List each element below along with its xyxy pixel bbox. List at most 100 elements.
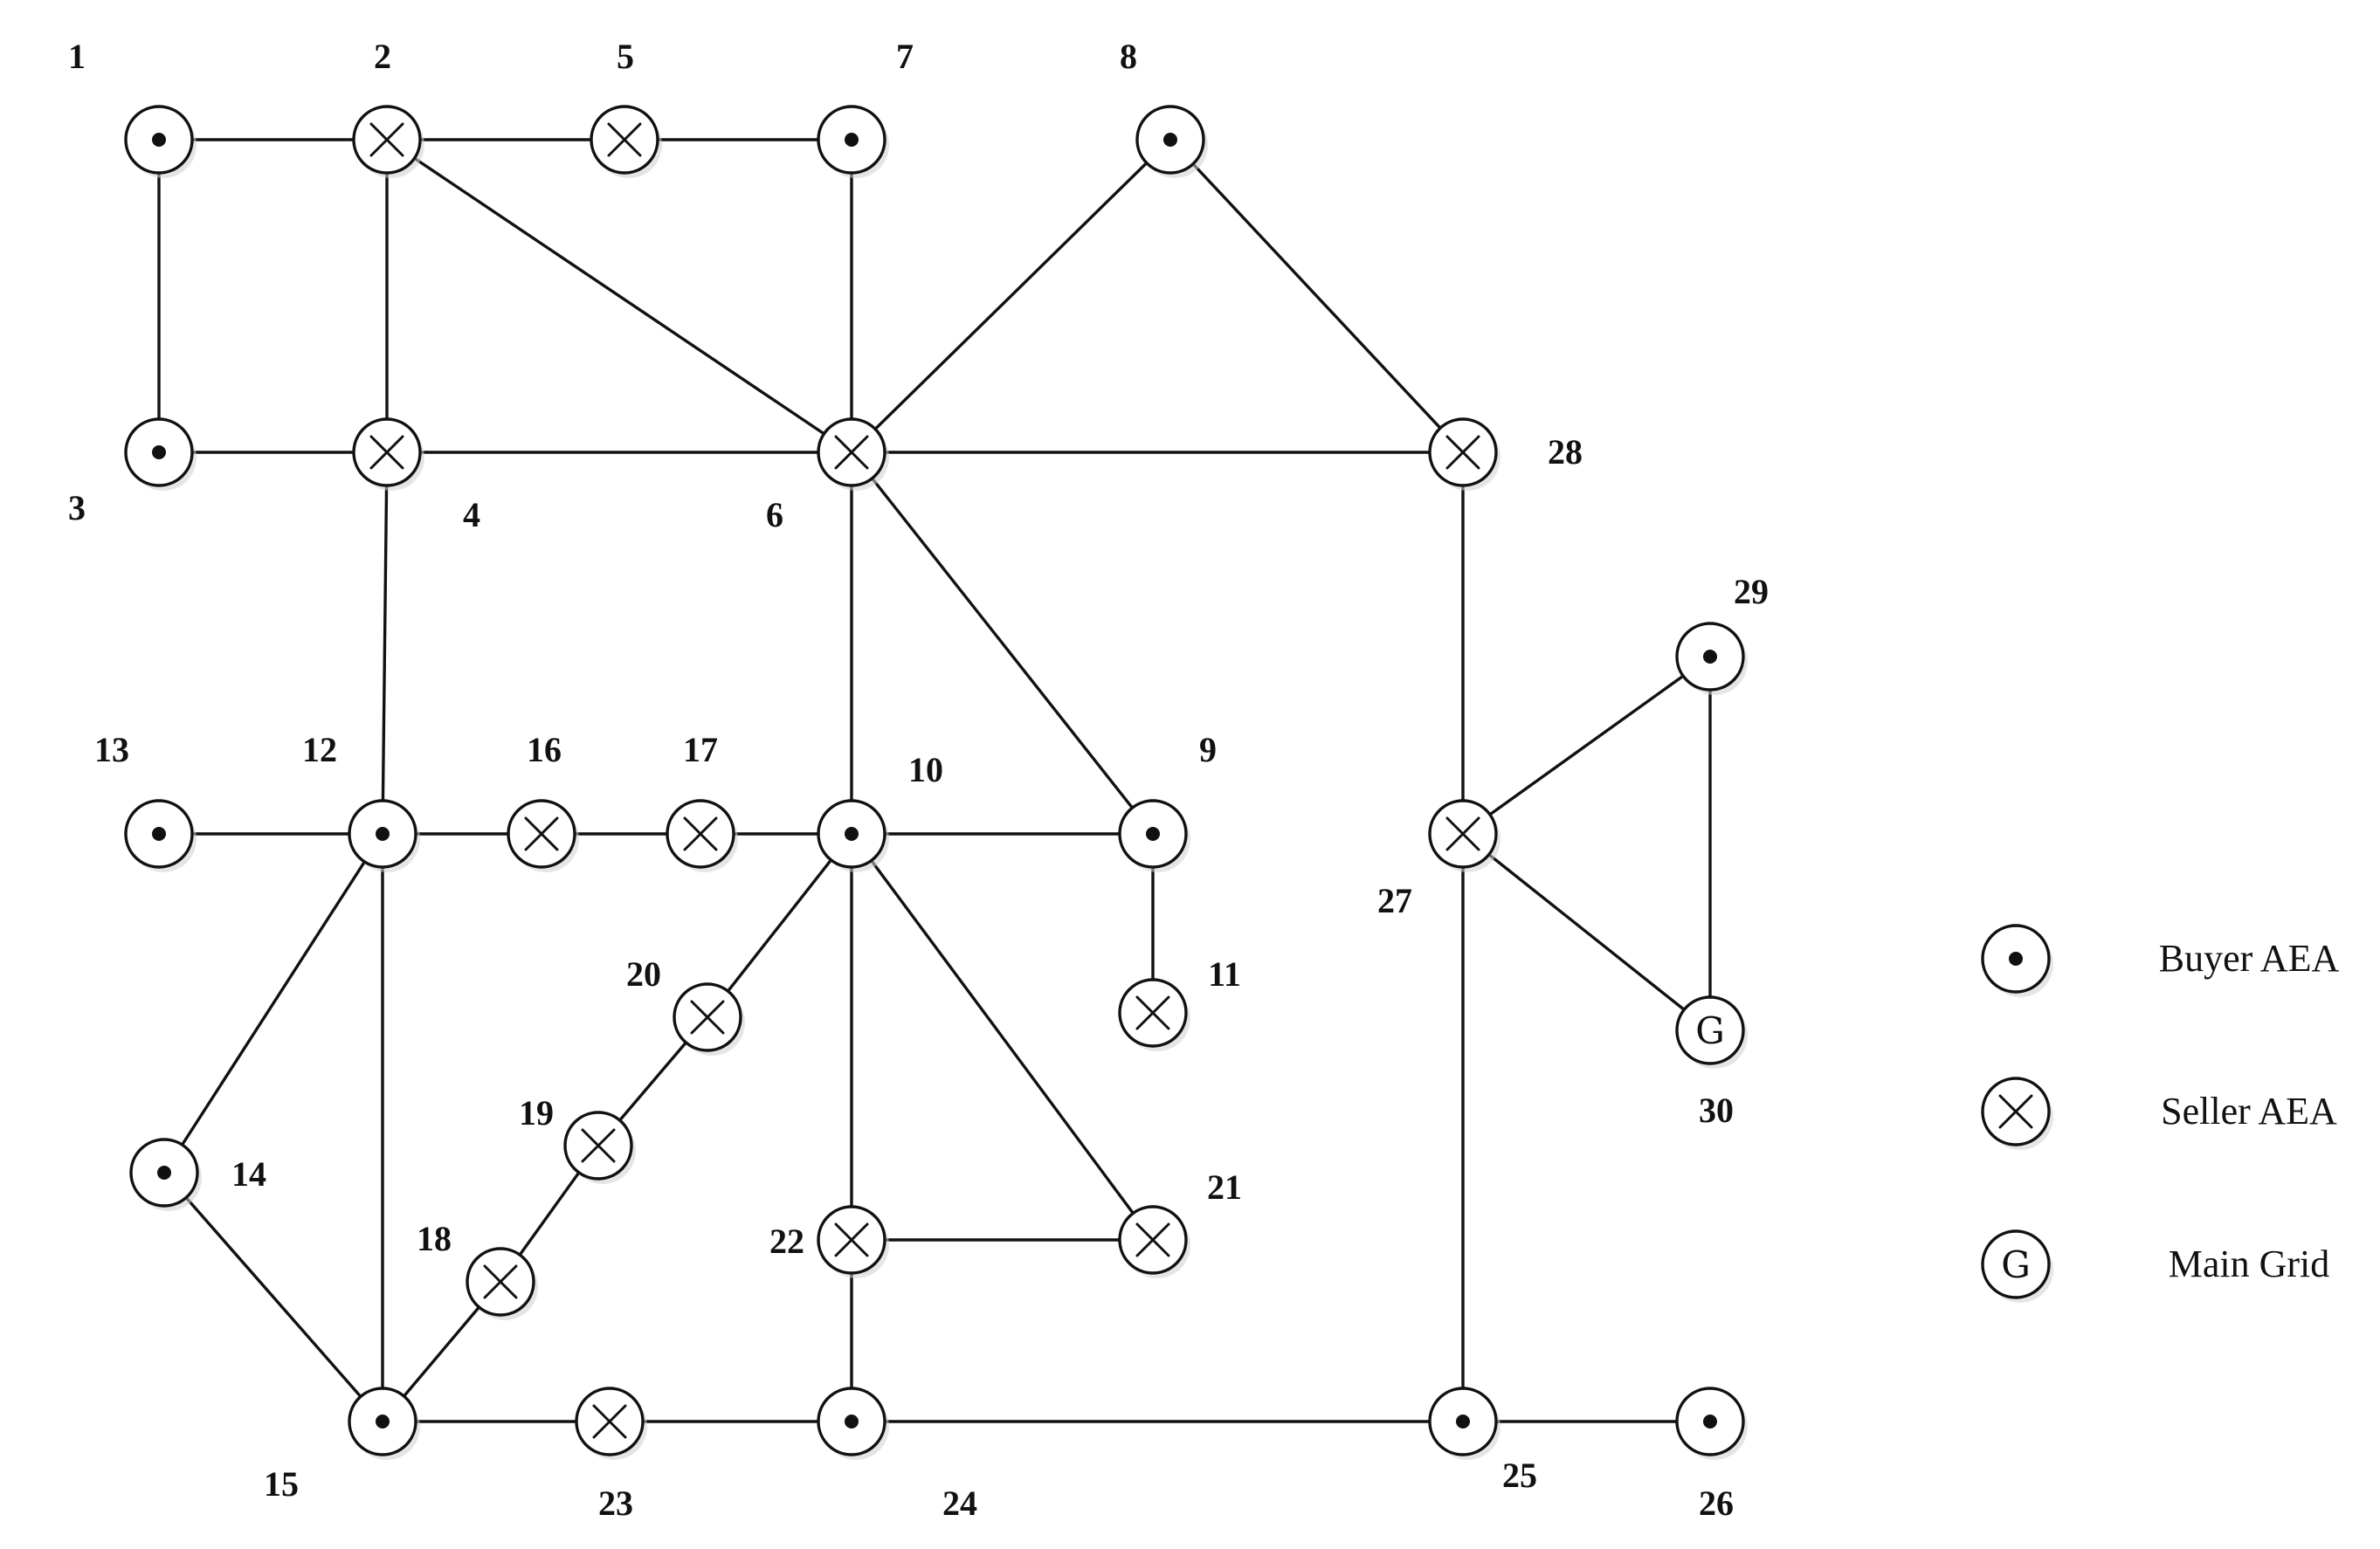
node-6 [817,417,889,491]
cross-icon [592,1404,627,1439]
cross-icon [1135,995,1170,1030]
node-18 [466,1247,538,1320]
cross-icon [483,1264,518,1299]
node-label-1: 1 [68,37,86,76]
node-label-27: 27 [1377,881,1412,920]
node-14 [129,1138,202,1211]
node-1 [124,105,197,178]
node-label-17: 17 [683,730,718,769]
dot-icon [376,827,390,841]
cross-icon [369,435,404,470]
node-27 [1428,799,1500,872]
dot-icon [1456,1415,1470,1429]
cross-icon [524,816,559,851]
node-label-15: 15 [264,1464,299,1504]
legend-item-buyer: Buyer AEA [1981,924,2340,997]
node-24 [817,1387,889,1460]
dot-icon [1703,650,1717,664]
dot-icon [157,1166,171,1180]
node-label-23: 23 [598,1484,633,1523]
cross-icon [834,435,869,470]
grid-icon: G [1695,1009,1725,1052]
node-7 [817,105,889,178]
dot-icon [152,445,166,459]
node-16 [507,799,579,872]
edge-10-21 [850,832,1155,1242]
dot-icon [2009,952,2023,966]
node-23 [575,1387,647,1460]
legend-label-grid: Main Grid [2169,1243,2330,1285]
dot-icon [845,827,859,841]
node-26 [1675,1387,1748,1460]
node-30: G [1675,995,1748,1069]
node-label-6: 6 [766,495,783,534]
node-label-26: 26 [1699,1484,1734,1523]
node-2 [352,105,424,178]
node-15 [348,1387,420,1460]
edge-2-6 [386,138,852,454]
node-8 [1135,105,1208,178]
legend-symbol-grid: G [1981,1229,2053,1303]
dot-icon [1163,133,1177,147]
cross-icon [834,1222,869,1257]
node-label-2: 2 [374,37,391,76]
legend-item-grid: G Main Grid [1981,1229,2330,1303]
dot-icon [152,133,166,147]
node-ring [1981,1229,2051,1299]
node-label-14: 14 [231,1154,266,1194]
node-17 [666,799,738,872]
node-label-9: 9 [1199,730,1217,769]
node-4 [352,417,424,491]
legend-symbol-buyer [1981,924,2053,997]
cross-icon [1445,816,1480,851]
node-label-5: 5 [617,37,634,76]
node-25 [1428,1387,1500,1460]
node-22 [817,1205,889,1278]
node-label-11: 11 [1208,954,1241,994]
edge-14-15 [162,1171,384,1423]
node-label-29: 29 [1734,572,1769,611]
grid-icon: G [2001,1243,2031,1286]
edge-27-30 [1461,832,1712,1032]
node-21 [1118,1205,1190,1278]
node-label-20: 20 [626,954,661,994]
dot-icon [845,1415,859,1429]
cross-icon [1135,1222,1170,1257]
cross-icon [690,1000,725,1035]
legend-label-buyer: Buyer AEA [2159,937,2340,980]
node-label-21: 21 [1207,1167,1242,1207]
node-12 [348,799,420,872]
node-3 [124,417,197,491]
edge-8-28 [1169,138,1465,454]
node-label-4: 4 [463,495,480,534]
node-19 [563,1111,636,1184]
node-label-16: 16 [527,730,562,769]
dot-icon [376,1415,390,1429]
node-label-3: 3 [68,488,86,527]
dot-icon [152,827,166,841]
dot-icon [1146,827,1160,841]
node-11 [1118,978,1190,1051]
legend: Buyer AEA Seller AEA G Main Grid [1981,924,2340,1303]
node-20 [673,982,745,1056]
node-label-7: 7 [896,37,914,76]
node-label-10: 10 [908,750,943,789]
cross-icon [369,122,404,157]
node-label-24: 24 [942,1484,977,1523]
edge-20-10 [706,832,853,1019]
cross-icon [581,1128,616,1163]
cross-icon [607,122,642,157]
edge-8-6 [850,138,1172,454]
edge-6-9 [850,451,1155,836]
edge-4-12 [381,451,389,835]
node-ring [1675,995,1745,1065]
node-10 [817,799,889,872]
node-label-25: 25 [1502,1456,1537,1495]
edge-12-14 [162,833,384,1174]
dot-icon [1703,1415,1717,1429]
node-label-8: 8 [1120,37,1137,76]
cross-icon [683,816,718,851]
edge-27-29 [1462,655,1711,836]
legend-label-seller: Seller AEA [2161,1090,2337,1132]
